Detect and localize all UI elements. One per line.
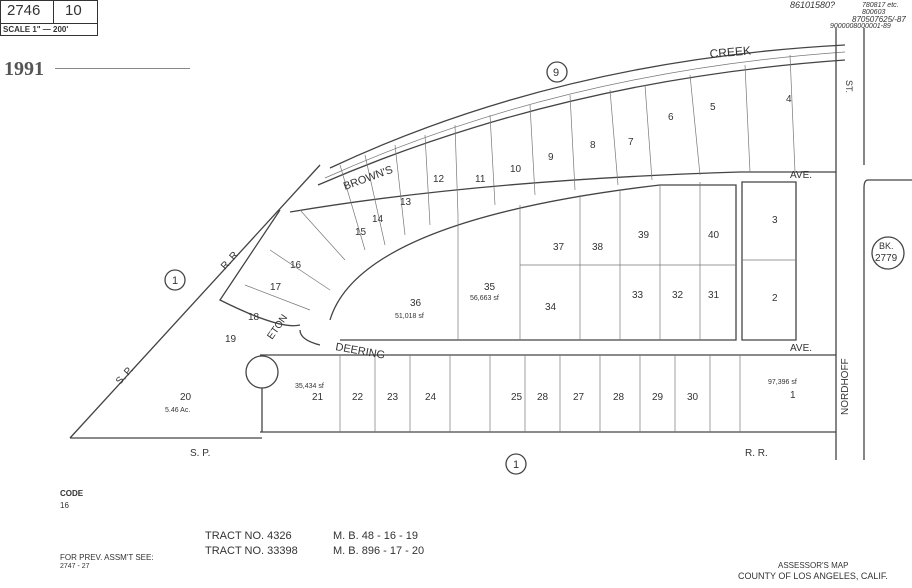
parcel-area: 5.46 Ac. [165, 407, 190, 414]
parcel-number: 38 [592, 242, 604, 253]
sp-bottom-label: S. P. [190, 448, 210, 459]
left-parcels: 16 17 18 19 20 5.46 Ac. [165, 260, 302, 414]
code-value: 16 [60, 501, 69, 510]
code-label: CODE [60, 489, 84, 498]
bottom-row-parcels: 21 35,434 sf 22 23 24 25 28 27 28 29 30 … [295, 379, 797, 403]
book-number: 2746 [7, 2, 41, 19]
tract-2: TRACT NO. 33398 [205, 545, 298, 557]
scale-label: SCALE 1" — 200' [3, 25, 69, 34]
adjoining-block-1-bottom: 1 [513, 459, 519, 471]
parcel-number: 6 [668, 112, 674, 123]
book-ref-circle [871, 236, 905, 270]
parcel-number: 22 [352, 392, 364, 403]
tract-1-mb: M. B. 48 - 16 - 19 [333, 530, 418, 542]
rr-left-label: R. R. [219, 248, 242, 272]
ave-mid-label: AVE. [790, 343, 812, 354]
parcel-number: 33 [632, 290, 644, 301]
parcel-number: 35 [484, 282, 496, 293]
parcel-number: 34 [545, 302, 557, 313]
parcel-number: 2 [772, 293, 778, 304]
parcel-number: 12 [433, 174, 445, 185]
parcel-number: 32 [672, 290, 684, 301]
parcel-number: 28 [613, 392, 625, 403]
tract-2-mb: M. B. 896 - 17 - 20 [333, 545, 425, 557]
parcel-number: 18 [248, 312, 260, 323]
book-ref-number: 2779 [875, 253, 898, 264]
prev-assmt-label: FOR PREV. ASSM'T SEE: [60, 553, 154, 562]
top-row-lot-lines [244, 54, 796, 311]
parcel-number: 30 [687, 392, 699, 403]
parcel-number: 4 [786, 94, 792, 105]
sp-rr-line [69, 164, 321, 439]
parcel-area: 97,396 sf [768, 379, 797, 386]
parcel-number: 11 [475, 174, 486, 185]
parcel-number: 29 [652, 392, 664, 403]
parcel-number: 21 [312, 392, 324, 403]
block-parcels-31-40 [329, 184, 737, 341]
prev-assmt-value: 2747 - 27 [60, 563, 90, 570]
parcel-number: 27 [573, 392, 585, 403]
bk-2779-edge [863, 179, 912, 460]
st-label: ST. [844, 80, 854, 93]
note: 800603 [862, 9, 886, 16]
parcel-number: 20 [180, 392, 192, 403]
parcel-number: 1 [790, 390, 796, 401]
eton-label: ETON [265, 313, 290, 342]
middle-parcels: 36 51,018 sf 35 56,663 sf 34 33 32 31 37… [395, 215, 778, 320]
parcel-number: 36 [410, 298, 422, 309]
parcel-number: 19 [225, 334, 237, 345]
parcel-number: 25 [511, 392, 523, 403]
parcel-number: 8 [590, 140, 596, 151]
middle-lot-lines [457, 182, 736, 340]
bottom-lot-lines [339, 355, 741, 432]
assessor-map-label: ASSESSOR'S MAP [778, 561, 849, 570]
parcel-number: 39 [638, 230, 650, 241]
parcel-number: 28 [537, 392, 549, 403]
page-number: 10 [65, 2, 82, 19]
sp-left-label: S. P. [114, 364, 136, 387]
parcel-number: 10 [510, 164, 522, 175]
parcel-number: 3 [772, 215, 778, 226]
ave-north-edge [289, 171, 836, 213]
book-ref-label: BK. [879, 241, 894, 251]
rr-bottom-label: R. R. [745, 448, 768, 459]
parcel-number: 23 [387, 392, 399, 403]
ave-top-label: AVE. [790, 170, 812, 181]
parcel-number: 40 [708, 230, 720, 241]
tract-1: TRACT NO. 4326 [205, 530, 292, 542]
parcel-number: 5 [710, 102, 716, 113]
creek-label: CREEK [709, 43, 751, 61]
note: 9000008000001-89 [830, 23, 891, 30]
revision-line [55, 68, 190, 69]
parcel-number: 24 [425, 392, 437, 403]
parcel-number: 15 [355, 227, 367, 238]
parcel-number: 37 [553, 242, 565, 253]
eton-cul-de-sac [245, 355, 279, 389]
creek-line-north [329, 44, 846, 169]
parcel-number: 13 [400, 197, 412, 208]
adjoining-block-9: 9 [553, 67, 559, 79]
note: 780817 etc. [862, 2, 899, 9]
creek-line-south [317, 59, 846, 186]
county-label: COUNTY OF LOS ANGELES, CALIF. [738, 571, 888, 581]
parcel-area: 56,663 sf [470, 295, 499, 302]
parcel-number: 16 [290, 260, 302, 271]
parcel-number: 14 [372, 214, 384, 225]
parcel-area: 35,434 sf [295, 383, 324, 390]
parcel-number: 9 [548, 152, 554, 163]
note: 86101580? [790, 0, 836, 10]
top-row-parcels: 15 14 13 12 11 10 9 8 7 6 5 4 [355, 94, 792, 238]
note: 870507625/-87 [852, 15, 906, 24]
block-parcels-2-3 [741, 181, 797, 341]
parcel-number: 7 [628, 137, 634, 148]
nordhoff-label: NORDHOFF [840, 358, 851, 415]
revision-year: 1991 [4, 58, 44, 80]
parcel-number: 17 [270, 282, 282, 293]
map-header-box: 2746 10 SCALE 1" — 200' [0, 0, 98, 36]
deering-label: DEERING [334, 341, 385, 362]
parcel-area: 51,018 sf [395, 313, 424, 320]
parcel-number: 31 [708, 290, 720, 301]
adjoining-block-1-left: 1 [172, 275, 178, 287]
